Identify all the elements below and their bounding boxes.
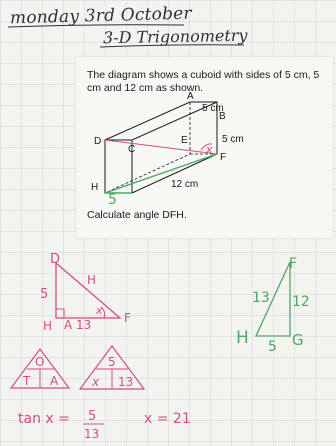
- tri2-label-5: 5: [268, 339, 277, 355]
- vertex-label-F: F: [220, 152, 226, 163]
- equation-numerator: 5: [88, 409, 96, 424]
- vertex-label-D: D: [94, 136, 101, 147]
- toa-triangle: O T A: [9, 347, 71, 389]
- toa-label-T: T: [22, 374, 31, 388]
- equation-result: x = 21: [144, 411, 191, 427]
- tri1-label-A13: A 13: [64, 318, 91, 332]
- tri2-label-13: 13: [252, 290, 270, 306]
- edge-label-bf: 5 cm: [222, 134, 244, 145]
- tri1-label-5: 5: [40, 287, 48, 302]
- toa-label-A: A: [50, 374, 59, 388]
- tri1-label-D: D: [50, 252, 60, 267]
- edge-label-hf: 12 cm: [171, 179, 198, 190]
- edge-label-ab: 5 cm: [202, 103, 224, 114]
- angle-annotation-x: x: [205, 143, 213, 156]
- tri1-label-H: H: [43, 319, 52, 333]
- vertex-label-E: E: [181, 135, 188, 146]
- triangle-hfg-sketch: F 13 12 H 5 G: [236, 256, 310, 355]
- vertex-label-A: A: [187, 91, 194, 102]
- tri1-label-F: F: [124, 311, 131, 325]
- printed-question-sheet: The diagram shows a cuboid with sides of…: [76, 57, 333, 238]
- vertex-label-C: C: [128, 144, 135, 155]
- sub-label-x: x: [91, 375, 100, 389]
- vertex-label-H: H: [91, 182, 98, 193]
- sub-label-5: 5: [108, 355, 116, 369]
- tri2-label-12: 12: [292, 294, 310, 310]
- tri2-label-F: F: [289, 256, 297, 272]
- edge-annotation-5: 5: [108, 192, 117, 208]
- cuboid-diagram: A B C D E F H 5 cm 5 cm 12 cm x 5: [91, 91, 244, 208]
- question-text: The diagram shows a cuboid with sides of…: [87, 69, 320, 94]
- sub-label-13: 13: [118, 375, 133, 389]
- toa-label-O: O: [35, 355, 44, 369]
- triangle-dhf-sketch: D H 5 x H A 13 F: [40, 252, 131, 333]
- equation-denominator: 13: [84, 427, 99, 441]
- vertex-label-B: B: [219, 111, 226, 122]
- tri1-label-H-hyp: H: [87, 273, 96, 287]
- substituted-triangle: 5 x 13: [78, 344, 146, 390]
- tri1-label-x: x: [95, 304, 103, 317]
- equation-lhs: tan x =: [18, 411, 70, 427]
- tri2-label-H: H: [236, 328, 249, 348]
- tan-equation: tan x = 5 13 x = 21: [18, 409, 191, 441]
- instruction-text: Calculate angle DFH.: [87, 209, 187, 221]
- tri2-label-G: G: [292, 331, 304, 349]
